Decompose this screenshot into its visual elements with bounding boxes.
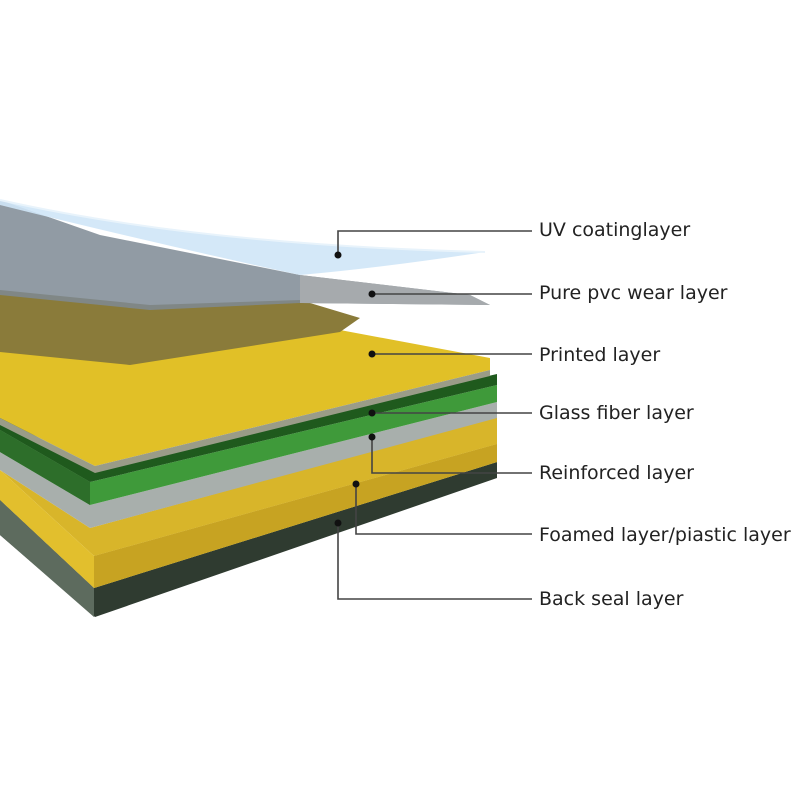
wood-tone-band [0,290,360,365]
label-uv-coating: UV coatinglayer [539,219,691,241]
reinforced-layer-shape [0,402,497,528]
wear-layer-shape [0,200,490,310]
dot-back [334,519,342,527]
label-foamed-layer: Foamed layer/piastic layer [539,524,791,546]
uv-coating-layer-shape [0,199,486,275]
leader-back [337,523,532,600]
dot-uv [334,251,342,259]
label-wear-layer: Pure pvc wear layer [539,282,728,304]
leader-uv [337,230,532,255]
label-printed-layer: Printed layer [539,344,661,366]
dot-printed [368,350,376,358]
back-seal-layer-shape [0,462,497,617]
label-glass-fiber-layer: Glass fiber layer [539,402,694,424]
dot-reinforced [368,433,376,441]
label-back-seal-layer: Back seal layer [539,588,684,610]
dot-wear [368,290,376,298]
leader-dots [334,251,376,527]
dot-glass [368,409,376,417]
dot-foamed [352,480,360,488]
leader-lines [337,230,532,600]
label-reinforced-layer: Reinforced layer [539,462,694,484]
leader-reinforced [371,437,532,474]
leader-foamed [355,484,532,535]
